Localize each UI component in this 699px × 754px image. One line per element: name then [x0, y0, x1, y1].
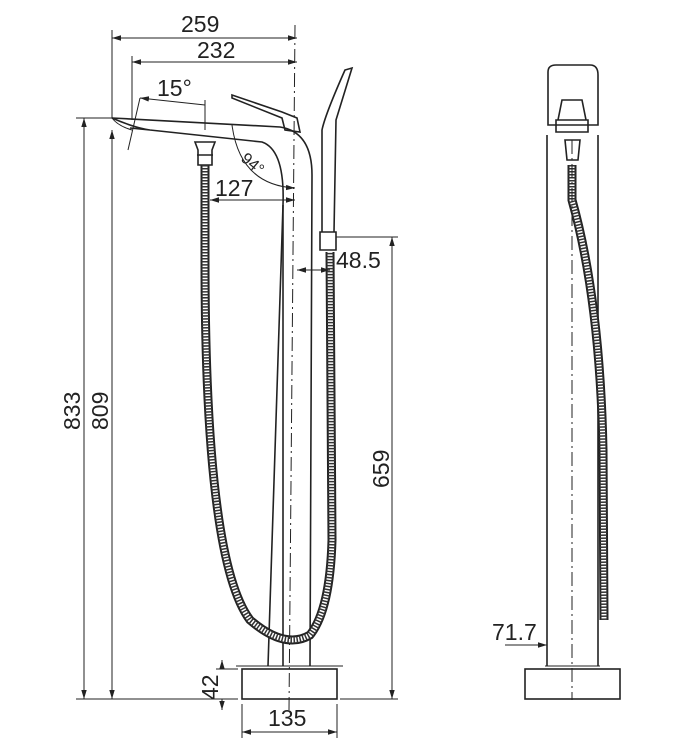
dim-base-diameter: 135 — [268, 705, 306, 731]
front-view — [111, 24, 354, 711]
dimension-lines — [76, 30, 547, 738]
dim-hose-offset: 127 — [215, 175, 253, 201]
dim-spout-reach: 232 — [197, 37, 235, 63]
hand-shower — [319, 66, 354, 251]
dim-spout-height: 809 — [87, 392, 113, 430]
side-handle — [547, 64, 599, 126]
handle-lever — [231, 93, 302, 133]
dim-shower-holder-height: 659 — [368, 450, 394, 488]
hose-connector — [193, 141, 217, 166]
dim-side-depth: 71.7 — [492, 619, 537, 645]
shower-hose — [200, 165, 337, 645]
dim-base-height: 42 — [197, 674, 223, 700]
dim-shower-offset: 48.5 — [336, 247, 381, 273]
dim-overall-reach: 259 — [181, 11, 219, 37]
side-view — [524, 64, 621, 700]
dim-overall-height: 833 — [59, 392, 85, 430]
dim-spout-angle: 15° — [157, 75, 192, 101]
